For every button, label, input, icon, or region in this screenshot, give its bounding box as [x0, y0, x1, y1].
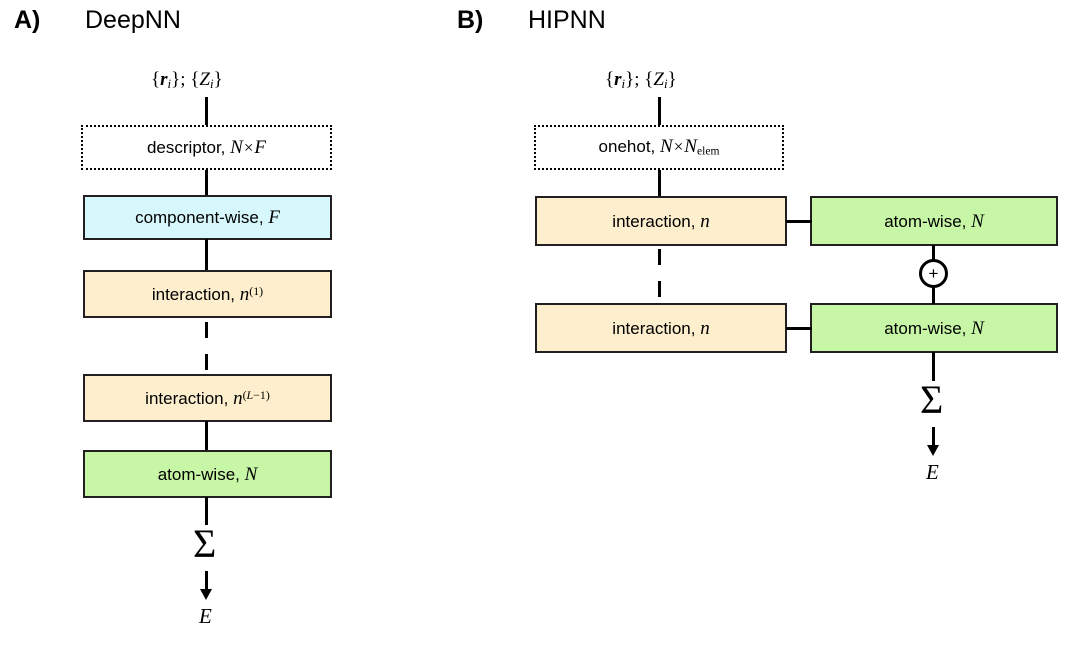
panel-b-output-label: E — [926, 460, 939, 484]
connector-b-onehot-interaction — [658, 170, 661, 197]
panel-a-node-atom-wise: atom-wise, N — [83, 450, 332, 498]
brace-open-z: { — [190, 69, 200, 90]
connector-a-input-descriptor — [205, 97, 208, 125]
connector-b-atomwise-sigma — [932, 352, 935, 381]
connector-b-interaction2-atomwise2 — [786, 327, 812, 330]
panel-a-output-label: E — [199, 604, 212, 628]
subscript-i-1-b: i — [621, 75, 626, 91]
connector-a-interaction-atomwise — [205, 421, 208, 452]
times-sign: × — [243, 138, 254, 157]
panel-b-title: HIPNN — [528, 6, 606, 34]
var-F: F — [254, 137, 267, 158]
component-word: component-wise, — [135, 208, 264, 227]
brace-close-r-b: } — [625, 69, 635, 90]
panel-a-node-interaction-last: interaction, n(L−1) — [83, 374, 332, 422]
var-n-b2: n — [700, 317, 710, 339]
subscript-i-1: i — [167, 75, 172, 91]
panel-a-input-label: {ri}; {Zi} — [151, 70, 223, 91]
var-F-2: F — [268, 207, 280, 228]
panel-b-node-interaction-first: interaction, n — [535, 196, 787, 246]
panel-b-node-atom-wise-last: atom-wise, N — [810, 303, 1058, 353]
var-n-b1: n — [700, 210, 710, 232]
brace-open-z-b: { — [644, 69, 654, 90]
connector-b-atomwise1-adder — [932, 245, 935, 260]
connector-b-ellipsis — [658, 249, 661, 305]
semicolon-sep-b: ; — [634, 69, 640, 90]
subscript-i-2: i — [209, 75, 214, 91]
connector-a-sigma-e — [205, 571, 208, 591]
var-N-2: N — [244, 463, 258, 485]
interaction-word-b2: interaction, — [612, 318, 696, 338]
brace-close-z: } — [213, 69, 223, 90]
var-N-b3: N — [971, 210, 984, 232]
arrow-head-b — [927, 445, 939, 456]
times-sign-b: × — [673, 137, 684, 157]
panel-a-sum-symbol: Σ — [193, 521, 217, 566]
connector-a-component-interaction1 — [205, 239, 208, 271]
panel-b-letter: B) — [457, 6, 484, 34]
arrow-head-a — [200, 589, 212, 600]
panel-b-node-interaction-last: interaction, n — [535, 303, 787, 353]
connector-b-input-onehot — [658, 97, 661, 125]
var-N-b4: N — [971, 317, 984, 339]
panel-a-title: DeepNN — [85, 6, 181, 34]
connector-a-descriptor-component — [205, 170, 208, 196]
var-N: N — [230, 137, 243, 158]
superscript-layer-1: (1) — [249, 283, 264, 298]
atomwise-word-b2: atom-wise, — [884, 318, 967, 338]
interaction-word-2: interaction, — [145, 388, 229, 408]
brace-close-z-b: } — [667, 69, 677, 90]
var-N-b1: N — [660, 136, 673, 158]
connector-b-interaction1-atomwise1 — [786, 220, 812, 223]
vector-r: r — [160, 69, 168, 90]
var-N-b2: N — [684, 136, 697, 158]
plus-symbol: + — [928, 264, 939, 283]
panel-a-node-descriptor: descriptor, N×F — [81, 125, 332, 170]
panel-a-node-interaction-first: interaction, n(1) — [83, 270, 332, 318]
panel-b-node-onehot: onehot, N×Nelem — [534, 125, 784, 170]
panel-a-node-component-wise: component-wise, F — [83, 195, 332, 240]
panel-b-node-atom-wise-first: atom-wise, N — [810, 196, 1058, 246]
brace-open-r: { — [151, 69, 161, 90]
panel-b-input-label: {ri}; {Zi} — [605, 70, 677, 91]
connector-a-atomwise-sigma — [205, 497, 208, 525]
connector-a-ellipsis — [205, 322, 208, 386]
atomwise-word-1: atom-wise, — [157, 464, 240, 484]
var-n-2: n — [233, 387, 243, 409]
scalar-z-b: Z — [653, 69, 664, 90]
panel-b-sum-symbol: Σ — [920, 377, 944, 422]
connector-b-sigma-e — [932, 427, 935, 447]
scalar-z: Z — [199, 69, 210, 90]
subscript-i-2-b: i — [663, 75, 668, 91]
panel-a-letter: A) — [14, 6, 41, 34]
atomwise-word-b1: atom-wise, — [884, 211, 967, 231]
brace-open-r-b: { — [605, 69, 615, 90]
interaction-word-1: interaction, — [151, 284, 236, 304]
adder-icon: + — [919, 259, 948, 288]
interaction-word-b1: interaction, — [612, 211, 696, 231]
brace-close-r: } — [171, 69, 181, 90]
descriptor-word: descriptor, — [146, 138, 226, 157]
subscript-elem: elem — [696, 144, 720, 158]
var-n-1: n — [239, 283, 250, 305]
connector-b-adder-atomwise2 — [932, 287, 935, 304]
semicolon-sep: ; — [180, 69, 186, 90]
onehot-word: onehot, — [598, 137, 656, 157]
vector-r-b: r — [614, 69, 622, 90]
superscript-layer-L: (L−1) — [242, 387, 270, 402]
